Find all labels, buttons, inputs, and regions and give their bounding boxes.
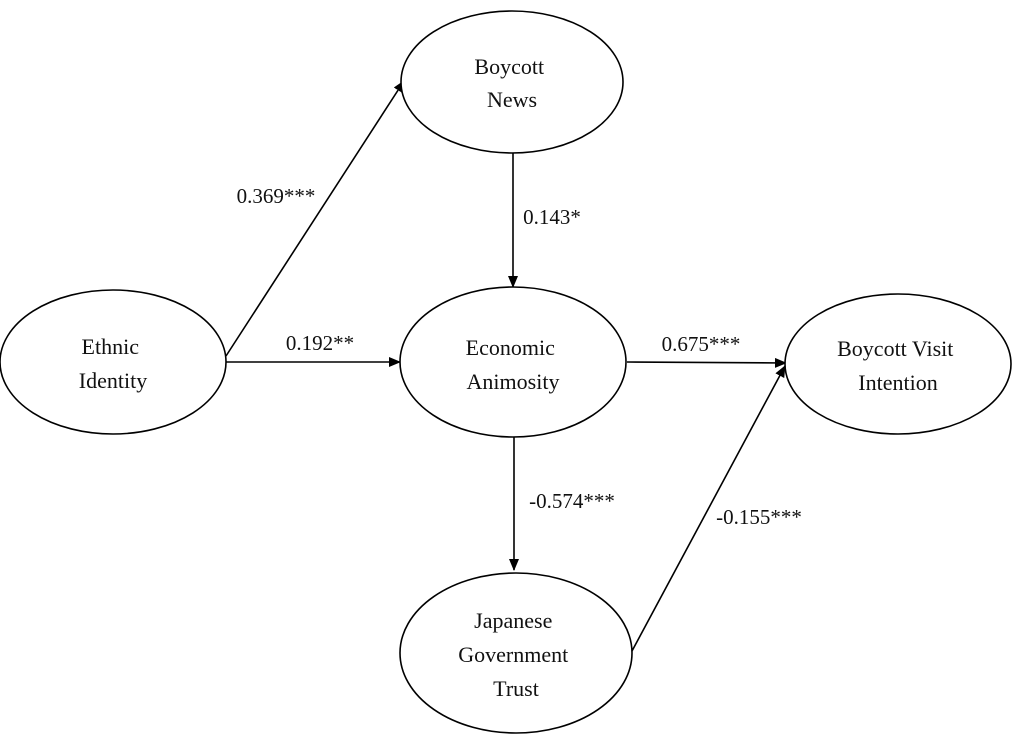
node-boycott-news: Boycott News [400,10,624,154]
node-boycott-news-ellipse [400,10,624,154]
node-japanese-government-trust-line-3: Trust [493,676,539,701]
node-boycott-visit-intention-ellipse [784,293,1012,435]
node-japanese-government-trust-label: Japanese Government Trust [458,608,573,701]
node-economic-animosity-ellipse [399,286,627,438]
node-ethnic-identity-line-2: Identity [79,368,147,393]
edge-label-ethnic-to-boycott-news: 0.369*** [237,184,316,208]
edge-label-boycott-news-to-economic-animosity: 0.143* [523,205,581,229]
node-boycott-visit-intention-line-2: Intention [858,370,937,395]
node-ethnic-identity-line-1: Ethnic [82,334,140,359]
node-boycott-visit-intention: Boycott Visit Intention [784,293,1012,435]
edge-label-ethnic-to-economic-animosity: 0.192** [286,331,354,355]
node-boycott-visit-intention-label: Boycott Visit Intention [837,336,959,395]
node-japanese-government-trust-ellipse [399,572,633,734]
node-boycott-news-line-2: News [487,87,537,112]
edge-label-economic-animosity-to-boycott-visit-intention: 0.675*** [662,332,741,356]
arrow-japanese-government-trust-to-boycott-visit-intention [631,365,786,652]
edges-group [225,80,787,652]
node-japanese-government-trust: Japanese Government Trust [399,572,633,734]
node-ethnic-identity: Ethnic Identity [0,289,227,435]
edge-labels-group: 0.369*** 0.143* 0.192** 0.675*** -0.574*… [237,184,802,529]
edge-label-japanese-government-trust-to-boycott-visit-intention: -0.155*** [716,505,802,529]
node-boycott-news-line-1: Boycott [474,54,544,79]
edge-label-economic-animosity-to-japanese-government-trust: -0.574*** [529,489,615,513]
node-economic-animosity: Economic Animosity [399,286,627,438]
node-boycott-news-label: Boycott News [474,54,549,112]
node-boycott-visit-intention-line-1: Boycott Visit [837,336,953,361]
node-ethnic-identity-label: Ethnic Identity [79,334,147,393]
arrow-ethnic-to-boycott-news [225,80,405,357]
node-economic-animosity-line-2: Animosity [467,369,560,394]
node-economic-animosity-line-1: Economic [466,335,555,360]
node-japanese-government-trust-line-1: Japanese [474,608,552,633]
node-japanese-government-trust-line-2: Government [458,642,568,667]
node-ethnic-identity-ellipse [0,289,227,435]
node-economic-animosity-label: Economic Animosity [466,335,561,394]
arrow-economic-animosity-to-boycott-visit-intention [626,357,787,368]
